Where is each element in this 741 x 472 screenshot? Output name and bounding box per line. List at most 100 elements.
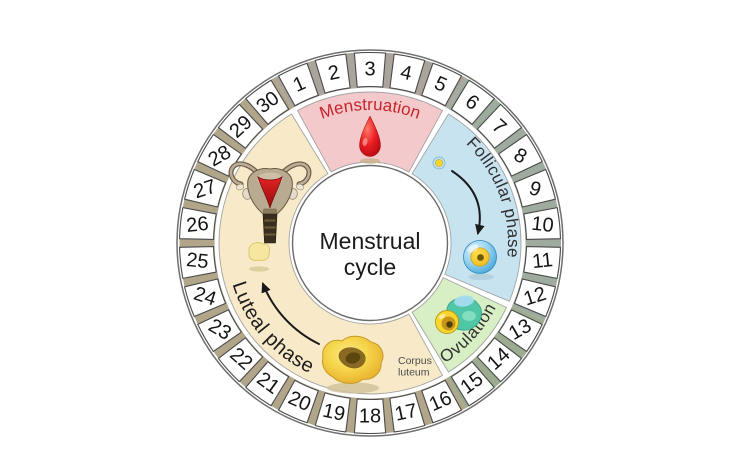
corpus-albicans-icon	[248, 242, 271, 272]
day-box	[498, 309, 543, 352]
mature-follicle-nucleus	[477, 254, 484, 261]
luteal-arrow	[261, 281, 320, 345]
day-box	[523, 207, 561, 240]
day-cell: 16	[421, 379, 463, 424]
outer-rim	[176, 49, 564, 437]
day-label: 19	[321, 400, 347, 426]
mature-follicle-shadow	[468, 273, 494, 281]
day-label: 26	[185, 213, 209, 237]
day-cell: 10	[523, 207, 561, 240]
day-label: 10	[530, 213, 554, 237]
day-box	[217, 103, 264, 149]
ovulation-blob-patch	[462, 311, 476, 321]
corpus-luteum-label-line1: Corpus	[398, 355, 432, 367]
ovulation-egg-nucleus	[446, 321, 453, 328]
day-label: 25	[185, 249, 209, 273]
title-line-1: Menstrual	[320, 228, 421, 254]
day-box	[421, 379, 463, 424]
uterus-cavity	[257, 176, 283, 209]
day-box	[353, 51, 387, 88]
fallopian-tube-left-fill	[229, 162, 264, 186]
day-cell: 29	[217, 103, 264, 149]
day-box	[314, 392, 351, 433]
corpus-luteum-shadow	[327, 382, 379, 394]
day-box	[179, 207, 217, 240]
corpus-luteum-label-line2: luteum	[398, 367, 430, 379]
day-label: 11	[531, 249, 554, 273]
day-cell: 1	[277, 62, 319, 107]
day-box	[513, 278, 556, 318]
day-cell: 21	[245, 361, 290, 407]
day-box	[277, 62, 319, 107]
ovulation-egg-highlight	[438, 314, 446, 319]
ovulation-blob-cap	[454, 295, 474, 307]
day-box	[498, 134, 543, 177]
day-cell: 18	[353, 398, 387, 435]
day-cell: 9	[513, 168, 556, 208]
day-cell: 19	[314, 392, 351, 433]
day-box	[450, 79, 495, 125]
blood-drop-shape	[359, 115, 381, 157]
day-box	[476, 103, 523, 149]
blood-drop-icon	[359, 115, 381, 164]
ovulation-egg-icon	[435, 295, 482, 334]
day-box	[184, 278, 227, 318]
day-cell: 12	[513, 278, 556, 318]
day-cell: 17	[389, 392, 426, 433]
day-box	[513, 168, 556, 208]
day-label: 3	[364, 59, 375, 81]
day-label: 17	[393, 400, 419, 426]
day-box	[476, 337, 523, 383]
mature-follicle-icon	[463, 240, 497, 281]
day-cell: 14	[476, 337, 523, 383]
primordial-follicle-icon	[432, 156, 446, 170]
follicular-arrow	[451, 170, 485, 236]
day-cell: 11	[523, 246, 561, 279]
corpus-luteum-inner	[345, 352, 361, 364]
day-cell: 26	[179, 207, 217, 240]
mature-follicle-highlight	[467, 244, 479, 253]
day-box	[314, 53, 351, 94]
day-cell: 23	[197, 309, 242, 352]
fimbria-left	[236, 183, 244, 191]
fimbria-right	[296, 183, 304, 191]
day-box	[179, 246, 217, 279]
day-box	[523, 246, 561, 279]
blood-drop-shadow	[360, 158, 380, 164]
day-box	[197, 309, 242, 352]
corpus-albicans-shape	[248, 242, 271, 261]
day-box	[217, 337, 264, 383]
day-cell: 27	[184, 168, 227, 208]
day-cell: 25	[179, 246, 217, 279]
center-circle	[291, 164, 449, 322]
day-cell: 2	[314, 53, 351, 94]
uterus-icon	[228, 161, 312, 244]
day-box	[389, 53, 426, 94]
corpus-luteum-icon	[322, 335, 384, 394]
day-box	[421, 62, 463, 107]
day-cell: 15	[450, 361, 495, 407]
day-label: 18	[359, 406, 381, 428]
day-cell: 13	[498, 309, 543, 352]
blood-drop-highlight	[362, 138, 368, 146]
follicle-core	[435, 159, 443, 167]
day-cell: 20	[277, 379, 319, 424]
day-box	[277, 379, 319, 424]
day-box	[353, 398, 387, 435]
day-cell: 7	[476, 103, 523, 149]
day-label: 4	[398, 61, 413, 85]
day-box	[450, 361, 495, 407]
day-cell: 6	[450, 79, 495, 125]
day-box	[389, 392, 426, 433]
corpus-albicans-shadow	[249, 266, 269, 272]
fallopian-tube-right-fill	[276, 162, 311, 186]
day-box	[184, 168, 227, 208]
day-cell: 3	[353, 51, 387, 88]
day-cell: 5	[421, 62, 463, 107]
day-cell: 24	[184, 278, 227, 318]
day-box	[245, 361, 290, 407]
day-box	[245, 79, 290, 125]
day-cell: 30	[245, 79, 290, 125]
